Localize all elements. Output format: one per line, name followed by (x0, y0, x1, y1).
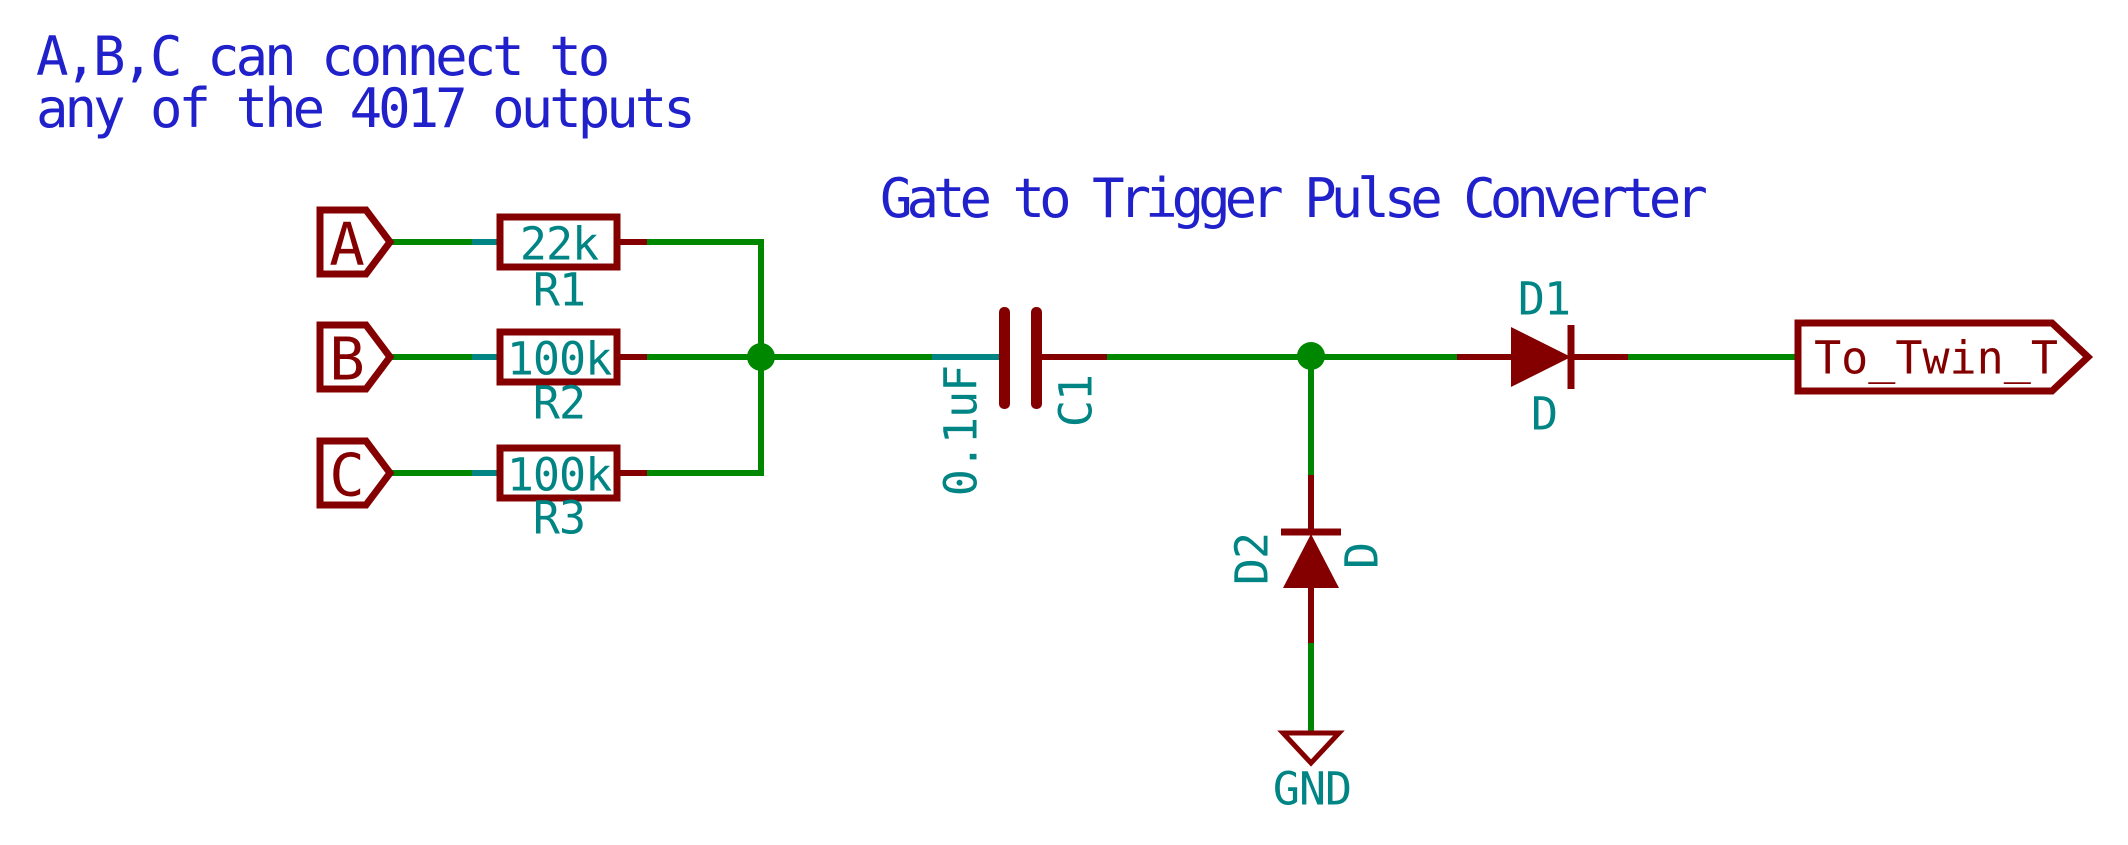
note-line2: any of the 4017 outputs (36, 77, 696, 140)
hier-label-output-symbol[interactable] (1794, 319, 2094, 395)
resistor-r2-ref: R2 (532, 376, 586, 430)
diode-d1-triangle (1511, 327, 1571, 387)
diode-d1-value: D (1530, 387, 1558, 441)
gnd-label: GND (1272, 762, 1352, 816)
hier-label-a-text: A (329, 209, 365, 279)
hier-label-output-shape (1794, 319, 2094, 395)
hier-label-c-symbol[interactable] (316, 437, 395, 509)
capacitor-c1-value: 0.1uF (934, 365, 988, 497)
resistor-r2-value: 100k (506, 332, 612, 386)
capacitor-c1-symbol[interactable] (999, 307, 1042, 409)
resistor-r1-value: 22k (519, 217, 599, 271)
resistor-r1-ref: R1 (532, 263, 586, 317)
diode-d1-symbol[interactable] (1511, 325, 1575, 389)
diode-d2-symbol[interactable] (1281, 528, 1341, 588)
hier-label-b-text: B (329, 324, 365, 394)
wire-r1-to-junction1[interactable] (647, 239, 764, 357)
gnd-triangle (1277, 730, 1345, 767)
hier-label-c-text: C (329, 440, 365, 510)
resistor-r1-symbol[interactable] (496, 213, 621, 271)
hier-label-b-shape (316, 321, 395, 393)
hier-label-output-text: To_Twin_T (1814, 331, 2058, 385)
diode-d2-ref: D2 (1225, 532, 1279, 586)
capacitor-c1-plate-left (999, 307, 1010, 409)
resistor-r3-symbol[interactable] (496, 444, 621, 502)
resistor-r3-value: 100k (506, 448, 612, 502)
hier-label-c-shape (316, 437, 395, 509)
gnd-symbol[interactable] (1277, 730, 1345, 767)
junction-dot-2[interactable] (1297, 342, 1325, 370)
sheet-title: Gate to Trigger Pulse Converter (880, 167, 1708, 230)
resistor-r2-body (496, 328, 621, 386)
wire-r3-to-junction1[interactable] (647, 357, 764, 476)
note-line1: A,B,C can connect to (36, 25, 610, 88)
diode-d2-value: D (1335, 542, 1389, 570)
resistor-r3-ref: R3 (532, 491, 586, 545)
resistor-r3-body (496, 444, 621, 502)
junction-dot-1[interactable] (747, 343, 775, 371)
hier-label-a-symbol[interactable] (316, 206, 395, 278)
resistor-r2-symbol[interactable] (496, 328, 621, 386)
capacitor-c1-plate-right (1031, 307, 1042, 409)
diode-d2-triangle (1283, 534, 1339, 588)
resistor-r1-body (496, 213, 621, 271)
hier-label-a-shape (316, 206, 395, 278)
capacitor-c1-ref: C1 (1049, 374, 1103, 428)
hier-label-b-symbol[interactable] (316, 321, 395, 393)
diode-d1-ref: D1 (1517, 272, 1571, 326)
